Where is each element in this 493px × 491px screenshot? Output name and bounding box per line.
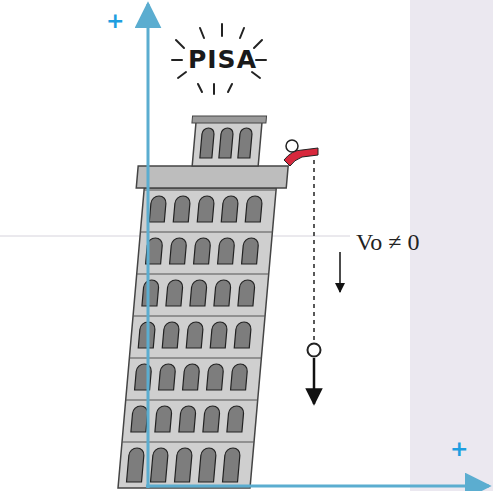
leaning-tower: [110, 116, 293, 488]
axis-sign: +: [106, 10, 124, 32]
velocity-arrow: [313, 358, 316, 404]
y-axis: [147, 4, 150, 488]
ball: [308, 344, 321, 357]
axis-sign: +: [450, 438, 468, 460]
fall-path: [313, 160, 315, 342]
person: [284, 140, 318, 166]
x-axis: [146, 485, 489, 488]
sign-burst: [172, 24, 266, 94]
direction-arrow: [339, 252, 341, 292]
picture-ground: [0, 0, 410, 491]
initial-speed: Vo ≠ 0: [356, 230, 419, 254]
sign-text: PISA: [188, 47, 257, 72]
